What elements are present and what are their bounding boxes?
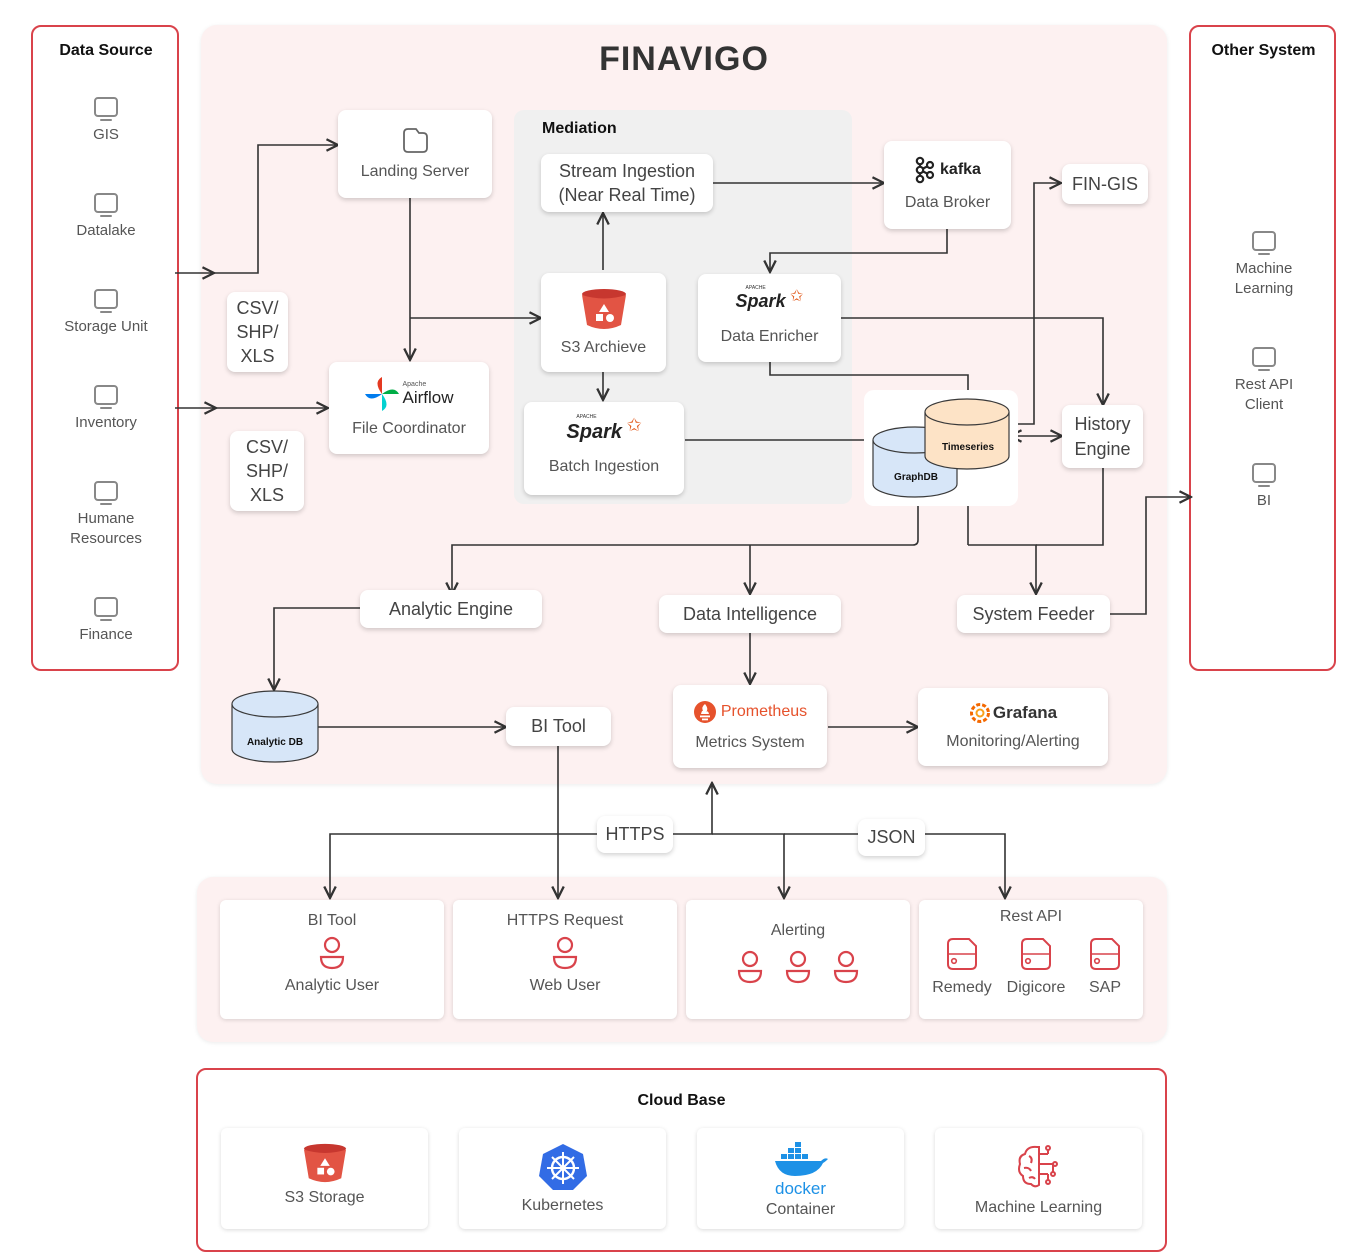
user-icon xyxy=(737,950,762,984)
user-icon xyxy=(785,950,811,984)
monitor-icon xyxy=(94,481,118,505)
https-label: HTTPS xyxy=(597,816,673,853)
cloud-machine-learning[interactable]: Machine Learning xyxy=(935,1128,1142,1229)
s3-bucket-icon xyxy=(581,288,626,329)
spark-star-icon: ✩ xyxy=(626,415,642,436)
monitor-icon xyxy=(94,289,118,313)
other-item-bi[interactable]: BI xyxy=(1191,463,1337,511)
server-icon xyxy=(1021,938,1051,970)
data-source-panel: Data Source GIS Datalake Storage Unit In… xyxy=(31,25,179,671)
s3-archive-node[interactable]: S3 Archieve xyxy=(541,273,666,372)
cloud-base-title: Cloud Base xyxy=(637,1092,726,1109)
other-system-panel: Other System Machine Learning Rest API C… xyxy=(1189,25,1336,671)
file-format-label: CSV/ SHP/ XLS xyxy=(227,292,288,372)
fin-gis-node[interactable]: FIN-GIS xyxy=(1062,164,1148,204)
brain-circuit-icon xyxy=(1017,1145,1058,1188)
consumer-alerting[interactable]: Alerting xyxy=(686,900,910,1019)
server-icon xyxy=(1090,938,1120,970)
s3-bucket-icon xyxy=(303,1143,346,1183)
monitor-icon xyxy=(1252,231,1276,255)
timeseries-label: Timeseries xyxy=(941,442,995,453)
kafka-node[interactable]: kafka Data Broker xyxy=(884,141,1011,229)
kubernetes-icon xyxy=(538,1144,587,1190)
user-icon xyxy=(552,936,578,970)
graphdb-label: GraphDB xyxy=(894,472,938,483)
source-item-inventory[interactable]: Inventory xyxy=(33,385,179,433)
server-icon xyxy=(947,938,977,970)
data-intelligence-node[interactable]: Data Intelligence xyxy=(659,595,841,633)
docker-logo-text: docker xyxy=(774,1179,827,1198)
docker-whale-icon xyxy=(774,1142,828,1176)
monitor-icon xyxy=(94,597,118,621)
source-item-storage-unit[interactable]: Storage Unit xyxy=(33,289,179,337)
stream-ingestion-node[interactable]: Stream Ingestion (Near Real Time) xyxy=(541,154,713,212)
json-label: JSON xyxy=(858,819,925,856)
rest-api-item-digicore: Digicore xyxy=(1001,936,1071,997)
airflow-node[interactable]: Apache Airflow File Coordinator xyxy=(329,362,489,454)
spark-logo: APACHE Spark ✩ xyxy=(735,284,804,311)
folder-icon xyxy=(403,128,428,154)
timeseries-cylinder xyxy=(924,398,1010,470)
spark-logo: APACHE Spark ✩ xyxy=(566,414,642,444)
cloud-s3-storage[interactable]: S3 Storage xyxy=(221,1128,428,1229)
data-source-title: Data Source xyxy=(59,42,153,59)
cloud-kubernetes[interactable]: Kubernetes xyxy=(459,1128,666,1229)
other-item-machine-learning[interactable]: Machine Learning xyxy=(1219,231,1309,300)
prometheus-flame-icon xyxy=(693,700,716,723)
other-system-title: Other System xyxy=(1211,42,1316,59)
batch-ingestion-node[interactable]: APACHE Spark ✩ Batch Ingestion xyxy=(524,402,684,495)
source-item-finance[interactable]: Finance xyxy=(33,597,179,645)
consumer-https-request[interactable]: HTTPS Request Web User xyxy=(453,900,677,1019)
grafana-node[interactable]: Grafana Monitoring/Alerting xyxy=(918,688,1108,766)
prometheus-node[interactable]: Prometheus Metrics System xyxy=(673,685,827,768)
airflow-small-label: Apache xyxy=(402,381,427,389)
monitor-icon xyxy=(94,193,118,217)
analytic-engine-node[interactable]: Analytic Engine xyxy=(360,590,542,628)
grafana-icon xyxy=(969,703,990,724)
other-item-rest-api-client[interactable]: Rest API Client xyxy=(1219,347,1309,416)
analytic-db-label: Analytic DB xyxy=(246,737,304,748)
kafka-icon xyxy=(915,156,935,184)
consumer-bi-tool[interactable]: BI Tool Analytic User xyxy=(220,900,444,1019)
source-item-datalake[interactable]: Datalake xyxy=(33,193,179,241)
user-icon xyxy=(834,950,859,984)
mediation-title: Mediation xyxy=(542,120,617,137)
analytic-db-cylinder xyxy=(231,690,319,763)
file-format-label: CSV/ SHP/ XLS xyxy=(230,431,304,511)
source-item-human-resources[interactable]: Humane Resources xyxy=(63,481,149,550)
rest-api-item-remedy: Remedy xyxy=(927,936,997,997)
data-enricher-node[interactable]: APACHE Spark ✩ Data Enricher xyxy=(698,274,841,362)
system-feeder-node[interactable]: System Feeder xyxy=(957,595,1110,633)
landing-server-node[interactable]: Landing Server xyxy=(338,110,492,198)
rest-api-item-sap: SAP xyxy=(1075,936,1135,997)
consumer-rest-api[interactable]: Rest API Remedy Digicore SAP xyxy=(919,900,1143,1019)
airflow-pinwheel-icon xyxy=(365,377,400,412)
database-icons xyxy=(872,398,1010,498)
source-item-gis[interactable]: GIS xyxy=(33,97,179,145)
monitor-icon xyxy=(1252,463,1276,487)
spark-star-icon: ✩ xyxy=(790,287,804,305)
monitor-icon xyxy=(94,385,118,409)
cloud-container[interactable]: docker Container xyxy=(697,1128,904,1229)
airflow-logo-text: Airflow xyxy=(402,388,454,408)
user-icon xyxy=(319,936,345,970)
monitor-icon xyxy=(94,97,118,121)
monitor-icon xyxy=(1252,347,1276,371)
page-title: FINAVIGO xyxy=(599,40,769,78)
history-engine-node[interactable]: History Engine xyxy=(1062,405,1143,468)
bi-tool-node[interactable]: BI Tool xyxy=(506,707,611,746)
